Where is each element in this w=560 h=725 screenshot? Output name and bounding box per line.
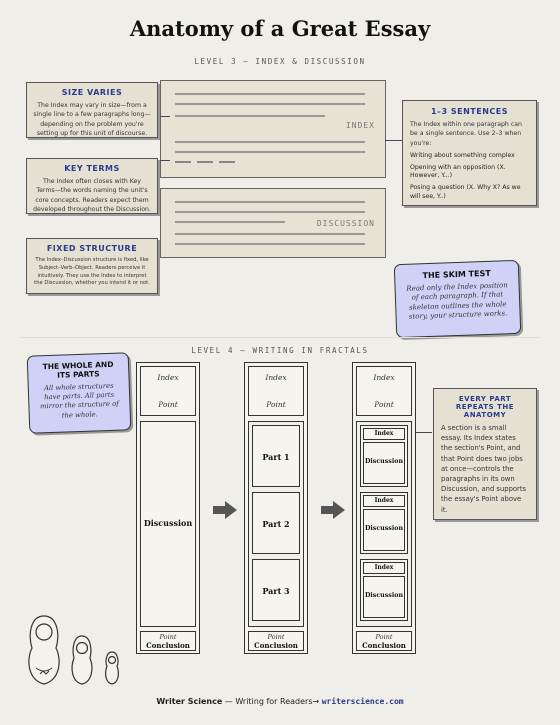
- skim-test-text: Read only the Index position of each par…: [406, 281, 508, 322]
- conclusion-box: Point Conclusion: [248, 631, 304, 651]
- fixed-structure-card: FIXED STRUCTURE The Index–Discussion str…: [26, 238, 158, 294]
- sentences-card: 1–3 SENTENCES The Index within one parag…: [402, 100, 537, 206]
- sub-index-text: Index: [374, 430, 394, 437]
- index-text: Index: [157, 373, 179, 382]
- whole-parts-heading: THE WHOLE AND ITS PARTS: [42, 359, 114, 380]
- sub-index-box: Index: [363, 428, 405, 440]
- conclusion-text: Conclusion: [146, 641, 190, 650]
- point-text: Point: [266, 400, 286, 409]
- size-varies-text: The Index may vary in size—from a single…: [33, 102, 151, 137]
- skim-test-card: THE SKIM TEST Read only the Index positi…: [393, 259, 522, 339]
- discussion-sheet: DISCUSSION: [160, 188, 386, 258]
- level-3-heading: LEVEL 3 — INDEX & DISCUSSION: [194, 57, 366, 66]
- fractal-column: Index Point Index Discussion Index Discu…: [352, 362, 416, 654]
- key-terms-text: The Index often closes with Key Terms—th…: [33, 178, 151, 213]
- part-box: Index Discussion: [360, 425, 408, 487]
- conclusion-box: Point Conclusion: [140, 631, 196, 651]
- conclusion-box: Point Conclusion: [356, 631, 412, 651]
- discussion-label: DISCUSSION: [316, 219, 375, 228]
- point-text: Point: [267, 633, 285, 641]
- part-label: Part 2: [262, 519, 290, 529]
- key-terms-card: KEY TERMS The Index often closes with Ke…: [26, 158, 158, 214]
- conclusion-text: Conclusion: [254, 641, 298, 650]
- point-text: Point: [374, 400, 394, 409]
- sentences-item: Writing about something complex: [410, 151, 515, 159]
- sub-discussion-box: Discussion: [363, 576, 405, 618]
- essay-column: Index Point Discussion Point Conclusion: [136, 362, 200, 654]
- every-part-heading: EVERY PART REPEATS THE ANATOMY: [455, 395, 515, 419]
- arrow-head: [333, 501, 345, 519]
- point-text: Point: [375, 633, 393, 641]
- footer-tagline: — Writing for Readers→: [222, 697, 322, 706]
- index-box: Index Point: [248, 366, 304, 416]
- skim-test-heading: THE SKIM TEST: [422, 268, 491, 281]
- size-varies-heading: SIZE VARIES: [61, 88, 123, 97]
- connector: [416, 432, 432, 433]
- index-box: Index Point: [140, 366, 196, 416]
- sub-discussion-text: Discussion: [364, 592, 404, 599]
- arrow-head: [225, 501, 237, 519]
- whole-parts-card: THE WHOLE AND ITS PARTS All whole struct…: [26, 352, 132, 434]
- sub-discussion-text: Discussion: [364, 525, 404, 532]
- index-text: Index: [373, 373, 395, 382]
- sub-discussion-text: Discussion: [364, 458, 404, 465]
- nesting-dolls-illustration: [28, 615, 119, 685]
- fixed-structure-heading: FIXED STRUCTURE: [46, 244, 138, 253]
- part-box: Index Discussion: [360, 559, 408, 621]
- discussion-box: Index Discussion Index Discussion Index …: [356, 421, 412, 627]
- sub-discussion-box: Discussion: [363, 442, 405, 484]
- part-box: Index Discussion: [360, 492, 408, 554]
- footer: Writer Science — Writing for Readers→ wr…: [0, 697, 560, 706]
- connector: [150, 116, 170, 117]
- discussion-box: Discussion: [140, 421, 196, 627]
- arrow: [321, 506, 333, 514]
- footer-link[interactable]: writerscience.com: [321, 697, 404, 706]
- sub-discussion-box: Discussion: [363, 509, 405, 551]
- index-label: INDEX: [345, 121, 375, 130]
- sub-index-text: Index: [374, 564, 394, 571]
- sentences-heading: 1–3 SENTENCES: [430, 107, 509, 116]
- part-box: Part 1: [252, 425, 300, 487]
- discussion-text: Discussion: [143, 518, 193, 528]
- every-part-text: A section is a small essay. Its Index st…: [441, 424, 527, 514]
- every-part-card: EVERY PART REPEATS THE ANATOMY A section…: [433, 388, 537, 520]
- index-text: Index: [265, 373, 287, 382]
- footer-brand: Writer Science: [156, 697, 223, 706]
- discussion-box: Part 1 Part 2 Part 3: [248, 421, 304, 627]
- whole-parts-text: All whole structures have parts. All par…: [39, 381, 119, 420]
- index-sheet: INDEX: [160, 80, 386, 178]
- part-label: Part 1: [262, 452, 290, 462]
- level-4-heading: LEVEL 4 — WRITING IN FRACTALS: [191, 346, 369, 355]
- part-box: Part 2: [252, 492, 300, 554]
- fixed-structure-text: The Index–Discussion structure is fixed,…: [34, 257, 150, 287]
- sub-index-box: Index: [363, 495, 405, 507]
- sections-column: Index Point Part 1 Part 2 Part 3 Point C…: [244, 362, 308, 654]
- key-terms-heading: KEY TERMS: [64, 164, 120, 173]
- index-box: Index Point: [356, 366, 412, 416]
- page-title: Anatomy of a Great Essay: [129, 16, 431, 41]
- sub-index-text: Index: [374, 497, 394, 504]
- part-label: Part 3: [262, 586, 290, 596]
- sentences-item: Opening with an opposition (X. However, …: [410, 163, 506, 180]
- sentences-text: The Index within one paragraph can be a …: [410, 121, 522, 147]
- sub-index-box: Index: [363, 562, 405, 574]
- connector: [150, 160, 170, 161]
- size-varies-card: SIZE VARIES The Index may vary in size—f…: [26, 82, 158, 138]
- part-box: Part 3: [252, 559, 300, 621]
- divider: [20, 337, 540, 338]
- connector: [385, 140, 403, 141]
- arrow: [213, 506, 225, 514]
- conclusion-text: Conclusion: [362, 641, 406, 650]
- sentences-item: Posing a question (X. Why X? As we will …: [410, 183, 521, 200]
- point-text: Point: [158, 400, 178, 409]
- point-text: Point: [159, 633, 177, 641]
